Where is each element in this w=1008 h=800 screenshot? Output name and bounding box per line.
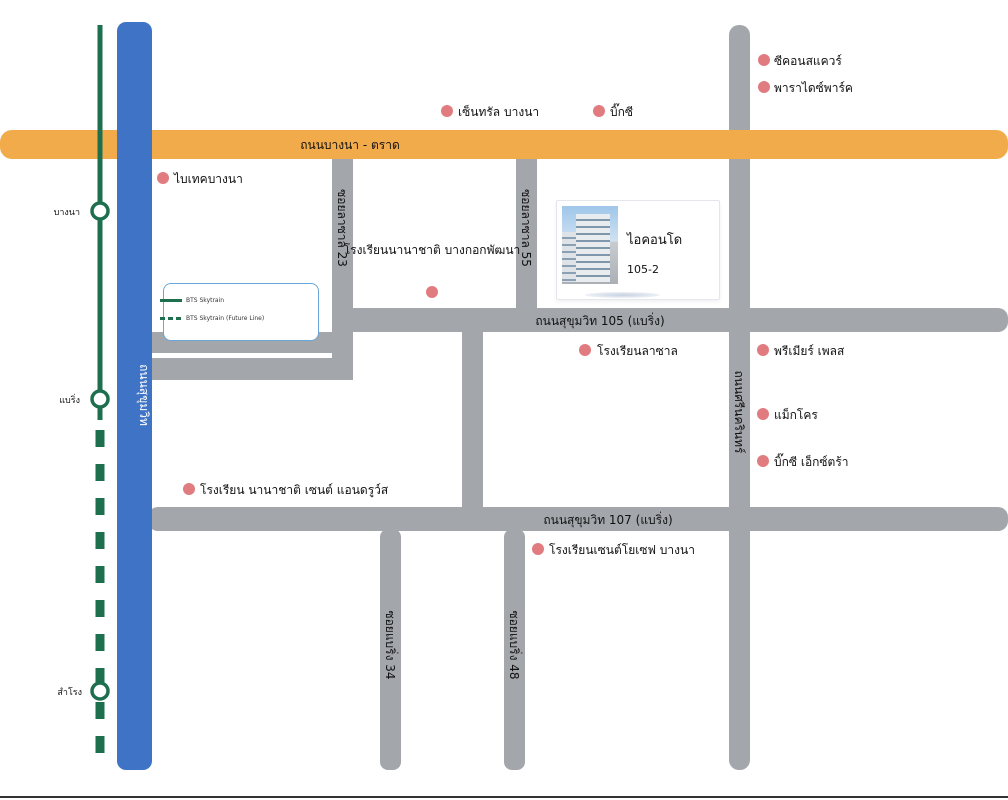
project-card[interactable]: ไอคอนโด 105-2 [556,200,720,300]
poi-dot-st-andrews[interactable] [183,483,195,495]
poi-markers [157,54,770,555]
station-bearing[interactable] [90,389,110,409]
legend-swatch-dashed [160,317,182,320]
road-soi-lasalle-23 [332,158,353,332]
legend-row-skytrain: BTS Skytrain [160,297,225,304]
label-soi-bearing-48: ซอยแบริ่ง 48 [507,610,523,679]
poi-dot-paradise-park[interactable] [758,81,770,93]
poi-dot-premier-place[interactable] [757,344,769,356]
road-srinakarin [729,25,750,770]
road-soi-bearing-48 [504,529,525,770]
project-name: ไอคอนโด [627,233,683,248]
legend-swatch-solid [160,299,182,302]
poi-label-lasalle: โรงเรียนลาซาล [597,344,678,358]
label-sukhumvit-105: ถนนสุขุมวิท 105 (แบริ่ง) [535,312,664,329]
station-samrong[interactable] [90,681,110,701]
project-photo [562,206,618,284]
bts-stations [90,201,110,701]
poi-label-st-joseph: โรงเรียนเซนต์โยเซฟ บางนา [549,543,695,557]
poi-dot-bigc-extra[interactable] [757,455,769,467]
label-sukhumvit: ถนนสุขุมวิท [136,364,151,426]
station-bangna[interactable] [90,201,110,221]
project-card-shadow [585,292,660,298]
label-soi-bearing-34: ซอยแบริ่ง 34 [383,610,399,679]
poi-label-bigc: บิ๊กซี [610,103,633,119]
label-srinakarin: ถนนศรีนครินทร์ [732,371,746,455]
poi-label-premier-place: พรีเมียร์ เพลส [774,344,845,358]
road-soi-lasalle-55 [516,158,537,332]
road-bangna-trat [0,130,1008,159]
road-sukhumvit [117,22,152,770]
project-code: 105-2 [627,263,659,276]
legend-row-future: BTS Skytrain (Future Line) [160,315,265,322]
poi-dot-bitec[interactable] [157,172,169,184]
poi-label-bangkok-patana-text: โรงเรียนนานาชาติ บางกอกพัฒนา [344,243,521,257]
secondary-roads [148,25,1008,770]
poi-label-seacon-square: ซีคอนสแควร์ [774,54,842,68]
poi-dot-central-bangna[interactable] [441,105,453,117]
label-bangna-trat: ถนนบางนา - ตราด [300,138,400,152]
poi-dot-makro[interactable] [757,408,769,420]
road-soi-bearing-34 [380,529,401,770]
poi-dot-bigc[interactable] [593,105,605,117]
legend-label-future: BTS Skytrain (Future Line) [186,315,265,322]
photo-building-side [562,232,578,282]
poi-label-paradise-park: พาราไดซ์พาร์ค [774,81,853,95]
station-label-bangna: บางนา [54,208,80,218]
poi-label-bangkok-patana: โรงเรียนนานาชาติ บางกอกพัฒนา [344,243,521,257]
photo-building [576,214,610,282]
road-connector-h2 [148,358,353,380]
road-sukhumvit-107 [148,507,1008,531]
road-mid-vertical [462,330,483,515]
poi-dot-lasalle[interactable] [579,344,591,356]
label-soi-lasalle-55: ซอยลาซาล 55 [519,189,533,267]
poi-label-bitec: ไบเทคบางนา [173,172,243,186]
poi-label-central-bangna: เซ็นทรัล บางนา [458,104,539,119]
poi-dot-seacon-square[interactable] [758,54,770,66]
poi-label-makro: แม็กโคร [774,407,818,422]
poi-dot-st-joseph[interactable] [532,543,544,555]
station-label-samrong: สำโรง [57,687,82,698]
label-sukhumvit-107: ถนนสุขุมวิท 107 (แบริ่ง) [543,511,672,528]
map-legend: BTS Skytrain BTS Skytrain (Future Line) [160,283,319,341]
label-soi-lasalle-23: ซอยลาซาล 23 [335,189,349,267]
legend-label-skytrain: BTS Skytrain [186,297,225,304]
poi-label-st-andrews: โรงเรียน นานาชาติ เซนต์ แอนดรูว์ส [200,483,389,498]
station-label-bearing: แบริ่ง [59,393,80,406]
road-sukhumvit-105 [333,308,1008,332]
poi-label-bigc-extra: บิ๊กซี เอ็กซ์ตร้า [774,453,849,469]
poi-dot-bangkok-patana[interactable] [426,286,438,298]
